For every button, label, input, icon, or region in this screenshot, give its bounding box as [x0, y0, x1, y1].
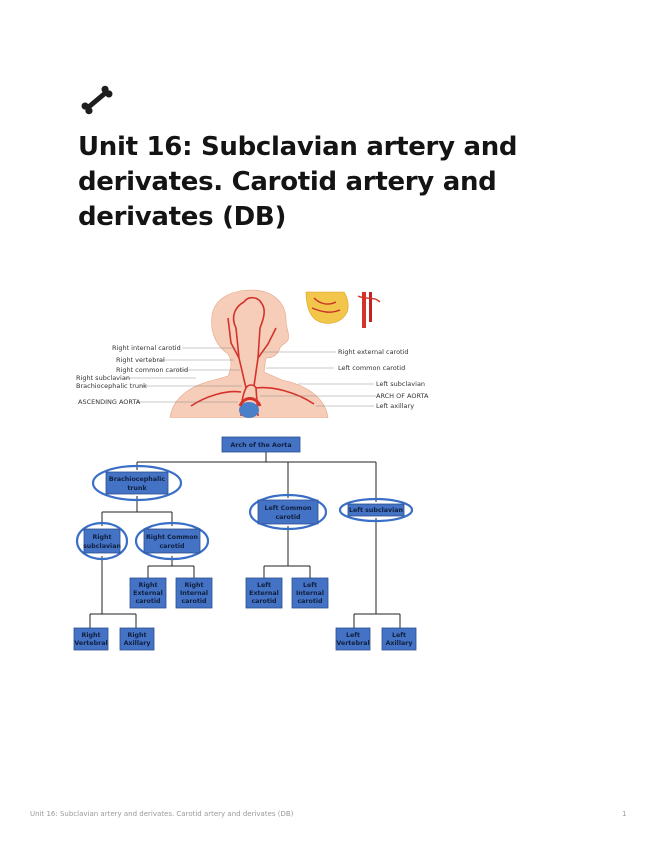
node-arch-of-aorta: Arch of the Aorta [221, 436, 301, 453]
svg-text:trunk: trunk [127, 485, 147, 492]
svg-text:Vertebral: Vertebral [74, 640, 107, 647]
svg-text:Left: Left [346, 632, 360, 639]
svg-text:External: External [133, 590, 163, 597]
leader-lines [124, 347, 376, 407]
bone-icon [81, 85, 113, 115]
svg-text:Arch of the Aorta: Arch of the Aorta [230, 442, 291, 449]
svg-text:Axillary: Axillary [386, 640, 413, 647]
svg-text:Right: Right [127, 632, 146, 639]
node-brachiocephalic-trunk: Brachiocephalic trunk [91, 464, 183, 502]
svg-text:Right external carotid: Right external carotid [338, 348, 409, 356]
svg-text:Right vertebral: Right vertebral [116, 356, 165, 364]
node-right-common-carotid: Right Common carotid [134, 521, 210, 561]
svg-text:Right: Right [81, 632, 100, 639]
svg-text:Internal: Internal [180, 590, 208, 597]
svg-text:Vertebral: Vertebral [336, 640, 369, 647]
svg-text:subclavian: subclavian [83, 543, 121, 550]
node-left-internal-carotid: Left Internal carotid [291, 577, 329, 609]
svg-text:carotid: carotid [181, 598, 206, 605]
node-right-vertebral: Right Vertebral [73, 627, 109, 651]
heart [238, 397, 262, 418]
svg-text:Left axillary: Left axillary [376, 402, 414, 410]
node-right-axillary: Right Axillary [119, 627, 155, 651]
node-right-subclavian: Right subclavian [75, 521, 129, 561]
svg-text:ARCH OF AORTA: ARCH OF AORTA [376, 392, 429, 400]
svg-text:carotid: carotid [159, 543, 184, 550]
node-left-axillary: Left Axillary [381, 627, 417, 651]
arteries [190, 296, 315, 417]
page-title: Unit 16: Subclavian artery and derivates… [78, 132, 518, 232]
svg-text:carotid: carotid [251, 598, 276, 605]
svg-text:Right internal carotid: Right internal carotid [112, 344, 181, 352]
figure-labels: Right internal carotid Right vertebral R… [76, 344, 429, 410]
node-right-external-carotid: Right External carotid [129, 577, 167, 609]
svg-text:Right subclavian: Right subclavian [76, 374, 130, 382]
svg-text:External: External [249, 590, 279, 597]
page-number: 1 [622, 810, 627, 818]
svg-text:Brachiocephalic: Brachiocephalic [109, 476, 165, 483]
svg-text:Internal: Internal [296, 590, 324, 597]
svg-text:Left: Left [392, 632, 406, 639]
svg-text:carotid: carotid [297, 598, 322, 605]
node-right-internal-carotid: Right Internal carotid [175, 577, 213, 609]
branching-diagram: Arch of the Aorta Brachiocephalic trunk … [73, 436, 417, 651]
svg-text:Right: Right [184, 582, 203, 589]
node-left-vertebral: Left Vertebral [335, 627, 371, 651]
svg-text:Axillary: Axillary [124, 640, 151, 647]
svg-text:Left: Left [303, 582, 317, 589]
node-left-external-carotid: Left External carotid [245, 577, 283, 609]
svg-text:Left subclavian: Left subclavian [376, 380, 425, 388]
svg-text:Brachiocephalic trunk: Brachiocephalic trunk [76, 382, 147, 390]
svg-text:Left common carotid: Left common carotid [338, 364, 405, 372]
svg-text:Right Common: Right Common [146, 534, 198, 541]
svg-text:ASCENDING AORTA: ASCENDING AORTA [78, 398, 141, 406]
node-left-common-carotid: Left Common carotid [248, 493, 328, 531]
svg-text:Left Common: Left Common [264, 505, 311, 512]
svg-text:Right: Right [92, 534, 111, 541]
svg-text:Right: Right [138, 582, 157, 589]
svg-text:carotid: carotid [275, 514, 300, 521]
footer-text: Unit 16: Subclavian artery and derivates… [30, 810, 294, 818]
inset-head-image [305, 291, 381, 328]
anatomy-figure: Right internal carotid Right vertebral R… [76, 289, 429, 418]
svg-text:Right common carotid: Right common carotid [116, 366, 188, 374]
svg-text:carotid: carotid [135, 598, 160, 605]
svg-text:Left: Left [257, 582, 271, 589]
svg-text:Left subclavian: Left subclavian [349, 507, 403, 514]
node-left-subclavian: Left subclavian [338, 497, 414, 523]
